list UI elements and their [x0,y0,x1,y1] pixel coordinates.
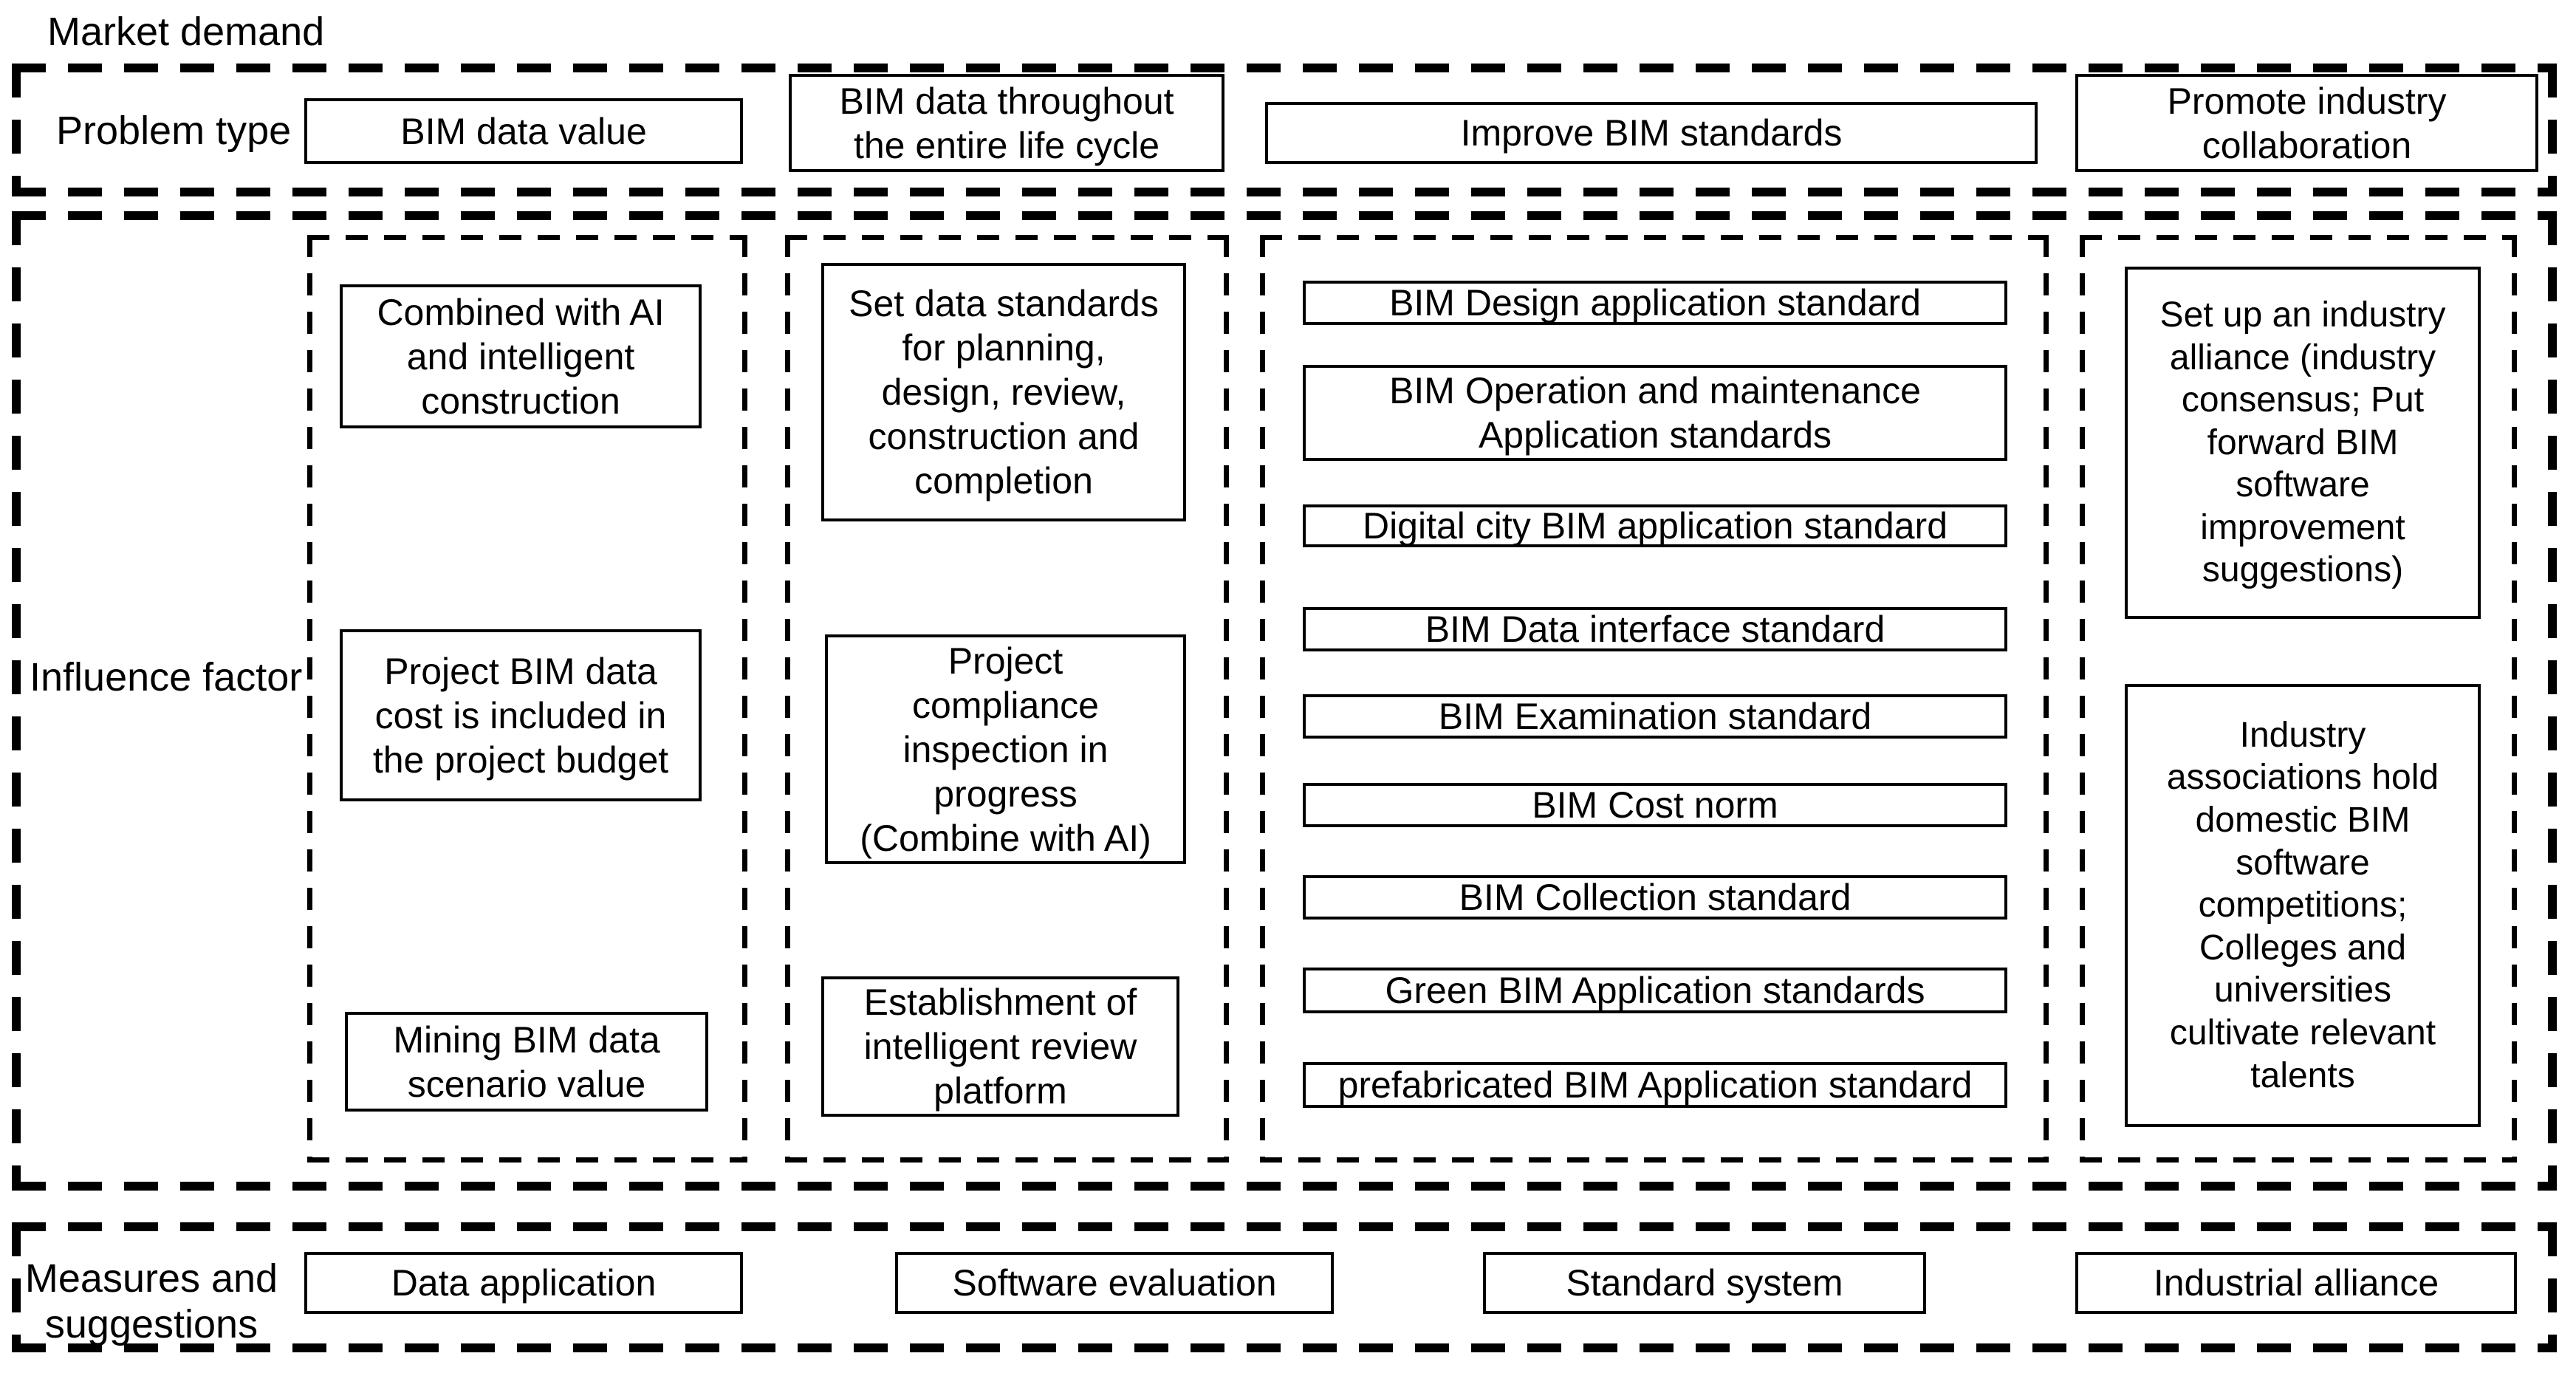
influence-item-collection-standard: BIM Collection standard [1303,875,2007,920]
influence-item-data-interface-standard: BIM Data interface standard [1303,607,2007,651]
problem-type-label: Problem type [56,109,292,153]
measures-label: Measures and suggestions [24,1256,278,1347]
problem-item-improve-standards: Improve BIM standards [1265,102,2038,164]
measure-item-software-evaluation: Software evaluation [895,1252,1334,1314]
influence-factor-label: Influence factor [30,655,303,699]
influence-item-data-standards-lifecycle: Set data standards for planning, design,… [821,263,1186,521]
influence-item-intelligent-review-platform: Establishment of intelligent review plat… [821,976,1179,1117]
measure-item-standard-system: Standard system [1483,1252,1926,1314]
influence-item-design-standard: BIM Design application standard [1303,281,2007,325]
influence-item-mining-scenario-value: Mining BIM data scenario value [345,1012,708,1112]
influence-item-prefabricated-standard: prefabricated BIM Application standard [1303,1062,2007,1108]
influence-item-cost-norm: BIM Cost norm [1303,783,2007,827]
influence-item-bim-cost-budget: Project BIM data cost is included in the… [340,629,702,801]
problem-item-bim-data-value: BIM data value [304,98,743,164]
influence-item-om-standards: BIM Operation and maintenance Applicatio… [1303,365,2007,461]
influence-item-examination-standard: BIM Examination standard [1303,694,2007,739]
influence-item-industry-alliance: Set up an industry alliance (industry co… [2125,267,2481,619]
measure-item-industrial-alliance: Industrial alliance [2075,1252,2517,1314]
diagram-title: Market demand [47,10,325,54]
influence-item-competitions-talents: Industry associations hold domestic BIM … [2125,684,2481,1127]
problem-item-industry-collaboration: Promote industry collaboration [2075,74,2538,172]
influence-item-ai-construction: Combined with AI and intelligent constru… [340,284,702,428]
influence-item-green-standards: Green BIM Application standards [1303,968,2007,1013]
problem-item-bim-lifecycle: BIM data throughout the entire life cycl… [789,74,1224,172]
influence-item-digital-city-standard: Digital city BIM application standard [1303,504,2007,547]
influence-item-compliance-inspection: Project compliance inspection in progres… [825,634,1186,864]
measure-item-data-application: Data application [304,1252,743,1314]
